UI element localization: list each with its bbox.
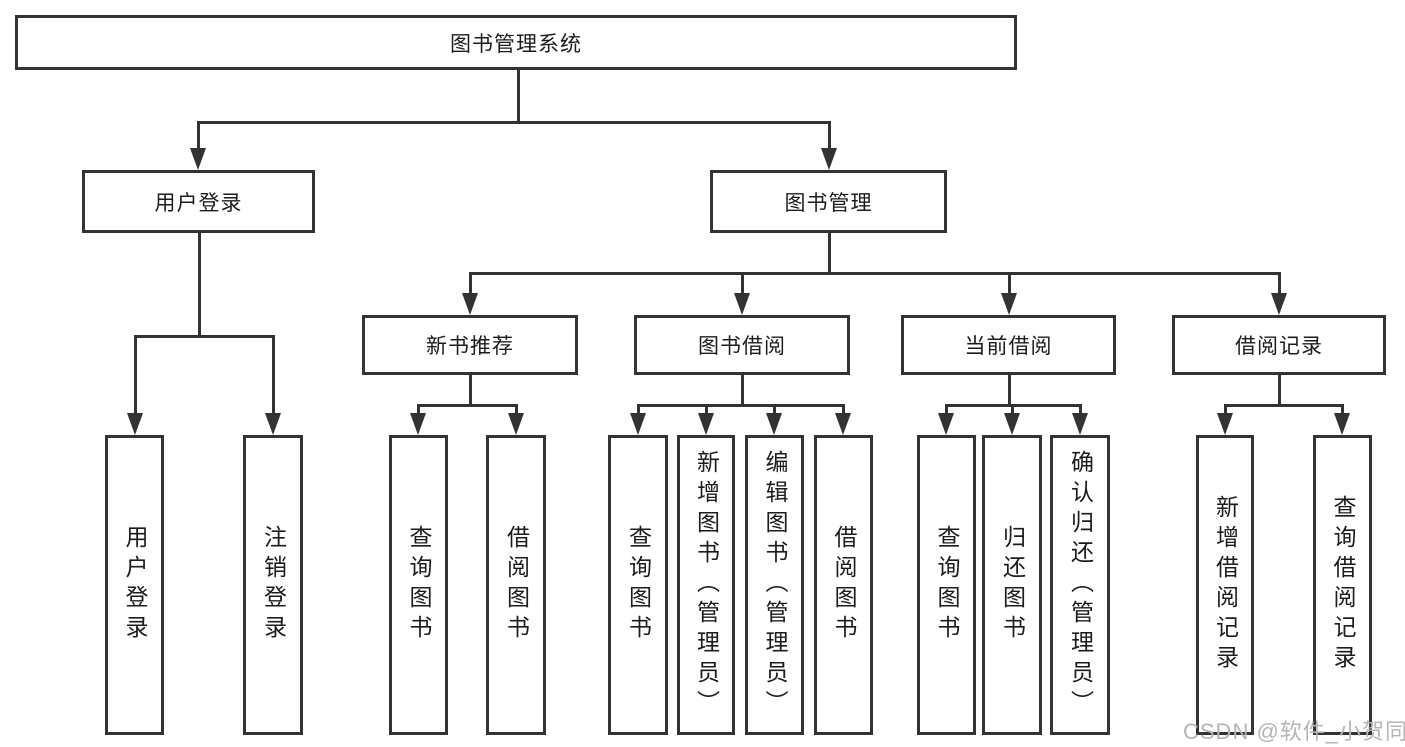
node-book-borrowing: 图书借阅 xyxy=(634,315,850,375)
connector-line xyxy=(134,336,137,418)
connector-line xyxy=(1008,273,1011,296)
connector-line xyxy=(842,405,845,416)
connector-line xyxy=(515,405,518,416)
arrowhead-down-icon xyxy=(1004,413,1020,435)
leaf-query-borrow-record: 查询借阅记录 xyxy=(1313,435,1372,735)
arrowhead-down-icon xyxy=(1001,293,1017,315)
leaf-add-book-admin: 新增图书（管理员） xyxy=(677,435,735,735)
arrowhead-down-icon xyxy=(1271,293,1287,315)
arrowhead-down-icon xyxy=(734,293,750,315)
arrowhead-down-icon xyxy=(698,413,714,435)
connector-line xyxy=(1008,375,1011,405)
leaf-confirm-return-admin: 确认归还（管理员） xyxy=(1050,435,1110,735)
leaf-query-books-1: 查询图书 xyxy=(389,435,448,735)
arrowhead-down-icon xyxy=(938,413,954,435)
node-new-book-recommend: 新书推荐 xyxy=(362,315,578,375)
connector-line xyxy=(469,375,472,405)
watermark: CSDN @软件_小贺同学 xyxy=(1183,719,1405,744)
connector-line xyxy=(741,273,744,296)
leaf-edit-book-admin: 编辑图书（管理员） xyxy=(745,435,804,735)
connector-line xyxy=(705,405,708,416)
connector-line xyxy=(197,121,831,124)
connector-line xyxy=(741,375,744,405)
connector-line xyxy=(637,404,845,407)
connector-line xyxy=(1278,273,1281,296)
leaf-add-borrow-record: 新增借阅记录 xyxy=(1196,435,1254,735)
node-current-borrowing: 当前借阅 xyxy=(901,315,1116,375)
leaf-query-books-3: 查询图书 xyxy=(917,435,976,735)
connector-line xyxy=(1341,405,1344,416)
node-book-management: 图书管理 xyxy=(710,170,947,233)
connector-line xyxy=(1278,375,1281,405)
arrowhead-down-icon xyxy=(462,293,478,315)
leaf-return-book: 归还图书 xyxy=(982,435,1042,735)
arrowhead-down-icon xyxy=(508,413,524,435)
node-library-system: 图书管理系统 xyxy=(15,15,1017,70)
connector-line xyxy=(637,405,640,416)
node-borrow-records: 借阅记录 xyxy=(1172,315,1386,375)
connector-line xyxy=(1224,405,1227,416)
leaf-logout: 注销登录 xyxy=(243,435,303,735)
leaf-user-login: 用户登录 xyxy=(105,435,164,735)
arrowhead-down-icon xyxy=(1217,413,1233,435)
connector-line xyxy=(198,233,201,336)
arrowhead-down-icon xyxy=(766,413,782,435)
arrowhead-down-icon xyxy=(630,413,646,435)
arrowhead-down-icon xyxy=(1334,413,1350,435)
connector-line xyxy=(828,233,831,273)
connector-line xyxy=(517,70,520,122)
connector-line xyxy=(1079,405,1082,416)
connector-line xyxy=(469,273,472,296)
connector-line xyxy=(945,405,948,416)
connector-line xyxy=(417,405,420,416)
connector-line xyxy=(1224,404,1344,407)
connector-line xyxy=(1011,405,1014,416)
arrowhead-down-icon xyxy=(190,148,206,170)
leaf-borrow-books-2: 借阅图书 xyxy=(814,435,873,735)
arrowhead-down-icon xyxy=(835,413,851,435)
node-user-login: 用户登录 xyxy=(82,170,315,233)
connector-line xyxy=(773,405,776,416)
arrowhead-down-icon xyxy=(265,413,281,435)
connector-line xyxy=(272,336,275,418)
connector-line xyxy=(469,272,1281,275)
connector-line xyxy=(828,122,831,154)
leaf-query-books-2: 查询图书 xyxy=(608,435,668,735)
arrowhead-down-icon xyxy=(1072,413,1088,435)
connector-line xyxy=(417,404,518,407)
arrowhead-down-icon xyxy=(410,413,426,435)
arrowhead-down-icon xyxy=(821,148,837,170)
leaf-borrow-books-1: 借阅图书 xyxy=(486,435,546,735)
connector-line xyxy=(197,122,200,154)
arrowhead-down-icon xyxy=(127,413,143,435)
connector-line xyxy=(134,335,275,338)
